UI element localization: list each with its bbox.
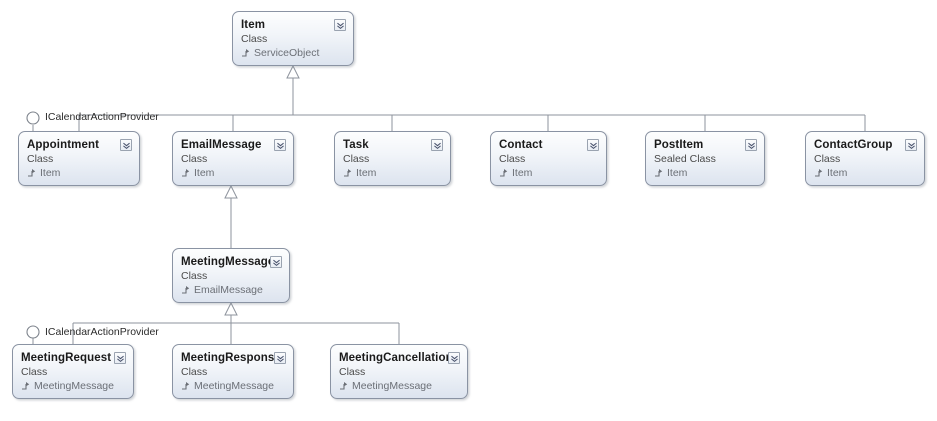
class-base: Item xyxy=(181,166,285,180)
class-base-label: Item xyxy=(667,167,688,179)
class-kind: Class xyxy=(343,153,370,165)
arrowhead-to-meetingmessage xyxy=(224,301,238,316)
inherits-arrow-icon xyxy=(21,381,31,391)
class-base-label: Item xyxy=(194,167,215,179)
class-base: EmailMessage xyxy=(181,283,281,297)
class-base: Item xyxy=(27,166,131,180)
inherits-arrow-icon xyxy=(339,381,349,391)
double-chevron-down-icon[interactable] xyxy=(431,139,443,151)
double-chevron-down-icon[interactable] xyxy=(448,352,460,364)
class-name: Item xyxy=(241,19,266,31)
class-kind: Class xyxy=(181,270,208,282)
class-base: Item xyxy=(499,166,598,180)
inherits-arrow-icon xyxy=(499,168,509,178)
lollipop-circle-meetingrequest xyxy=(26,325,40,339)
interface-label-appointment: ICalendarActionProvider xyxy=(45,111,159,123)
class-base: MeetingMessage xyxy=(339,379,459,393)
class-name: EmailMessage xyxy=(181,139,262,151)
class-base: MeetingMessage xyxy=(181,379,285,393)
class-name: ContactGroup xyxy=(814,139,893,151)
class-base-label: Item xyxy=(512,167,533,179)
class-name: MeetingMessage xyxy=(181,256,275,268)
class-kind: Class xyxy=(499,153,526,165)
class-name: PostItem xyxy=(654,139,704,151)
lollipop-circle-appointment xyxy=(26,111,40,125)
class-kind: Class xyxy=(814,153,841,165)
class-name: MeetingResponse xyxy=(181,352,281,364)
arrowhead-to-emailmessage xyxy=(224,184,238,199)
class-base: MeetingMessage xyxy=(21,379,125,393)
inherits-arrow-icon xyxy=(181,285,191,295)
inherits-arrow-icon xyxy=(27,168,37,178)
double-chevron-down-icon[interactable] xyxy=(587,139,599,151)
class-kind: Class xyxy=(181,153,208,165)
class-name: MeetingCancellation xyxy=(339,352,453,364)
class-box-meetingrequest[interactable]: MeetingRequest Class MeetingMessage xyxy=(12,344,134,399)
class-box-item[interactable]: Item Class ServiceObject xyxy=(232,11,354,66)
class-kind: Class xyxy=(339,366,366,378)
class-kind: Sealed Class xyxy=(654,153,716,165)
class-box-emailmessage[interactable]: EmailMessage Class Item xyxy=(172,131,294,186)
class-name: MeetingRequest xyxy=(21,352,112,364)
class-base: Item xyxy=(814,166,916,180)
inherits-arrow-icon xyxy=(181,168,191,178)
class-box-postitem[interactable]: PostItem Sealed Class Item xyxy=(645,131,765,186)
class-base-label: EmailMessage xyxy=(194,284,263,296)
inherits-arrow-icon xyxy=(343,168,353,178)
class-box-contact[interactable]: Contact Class Item xyxy=(490,131,607,186)
class-name: Contact xyxy=(499,139,543,151)
double-chevron-down-icon[interactable] xyxy=(270,256,282,268)
double-chevron-down-icon[interactable] xyxy=(905,139,917,151)
class-base-label: Item xyxy=(356,167,377,179)
class-base-label: ServiceObject xyxy=(254,47,320,59)
class-name: Appointment xyxy=(27,139,100,151)
class-kind: Class xyxy=(181,366,208,378)
double-chevron-down-icon[interactable] xyxy=(274,139,286,151)
class-kind: Class xyxy=(27,153,54,165)
class-base: Item xyxy=(343,166,442,180)
class-base-label: MeetingMessage xyxy=(34,380,114,392)
class-box-meetingresponse[interactable]: MeetingResponse Class MeetingMessage xyxy=(172,344,294,399)
inherits-arrow-icon xyxy=(241,48,251,58)
class-kind: Class xyxy=(21,366,48,378)
class-base-label: MeetingMessage xyxy=(352,380,432,392)
double-chevron-down-icon[interactable] xyxy=(120,139,132,151)
double-chevron-down-icon[interactable] xyxy=(745,139,757,151)
interface-label-meetingrequest: ICalendarActionProvider xyxy=(45,326,159,338)
class-box-meetingmessage[interactable]: MeetingMessage Class EmailMessage xyxy=(172,248,290,303)
double-chevron-down-icon[interactable] xyxy=(334,19,346,31)
inherits-arrow-icon xyxy=(814,168,824,178)
class-kind: Class xyxy=(241,33,268,45)
class-box-task[interactable]: Task Class Item xyxy=(334,131,451,186)
arrowhead-to-item xyxy=(286,64,300,79)
class-box-meetingcancellation[interactable]: MeetingCancellation Class MeetingMessage xyxy=(330,344,468,399)
class-base-label: MeetingMessage xyxy=(194,380,274,392)
class-box-appointment[interactable]: Appointment Class Item xyxy=(18,131,140,186)
double-chevron-down-icon[interactable] xyxy=(114,352,126,364)
class-base-label: Item xyxy=(827,167,848,179)
double-chevron-down-icon[interactable] xyxy=(274,352,286,364)
inherits-arrow-icon xyxy=(181,381,191,391)
class-base: ServiceObject xyxy=(241,46,345,60)
class-name: Task xyxy=(343,139,369,151)
inherits-arrow-icon xyxy=(654,168,664,178)
class-base-label: Item xyxy=(40,167,61,179)
class-box-contactgroup[interactable]: ContactGroup Class Item xyxy=(805,131,925,186)
class-base: Item xyxy=(654,166,756,180)
